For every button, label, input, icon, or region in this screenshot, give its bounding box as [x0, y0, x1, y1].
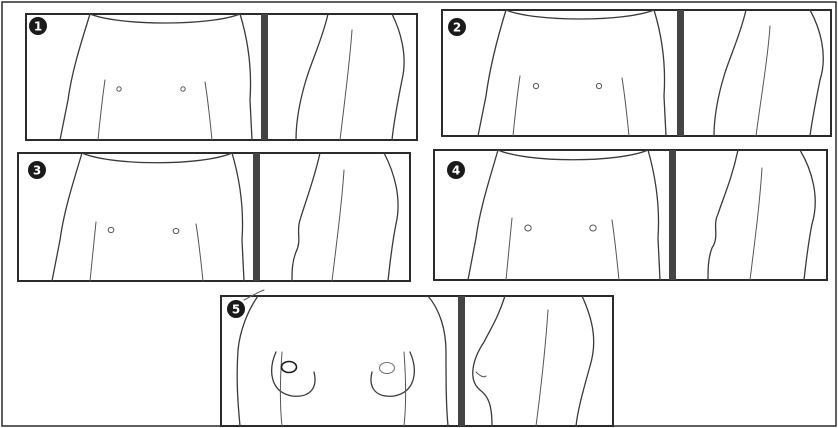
panel-5-frame — [221, 296, 613, 426]
panel-5: 5 — [221, 290, 613, 426]
panel-5-divider — [458, 296, 465, 426]
panel-4-stage-label: 4 — [452, 164, 460, 178]
panel-3-stage-label: 3 — [33, 164, 41, 178]
panel-5-stage-label: 5 — [232, 303, 240, 317]
panel-2-divider — [677, 10, 684, 136]
panel-1-stage-label: 1 — [34, 20, 42, 34]
panel-1: 1 — [26, 14, 417, 140]
panel-3: 3 — [18, 153, 410, 281]
panel-2-stage-label: 2 — [453, 21, 461, 35]
panel-2: 2 — [442, 10, 831, 136]
panel-1-divider — [261, 14, 268, 140]
panel-4: 4 — [434, 150, 827, 280]
panel-4-divider — [669, 150, 676, 280]
panel-3-divider — [253, 153, 260, 281]
